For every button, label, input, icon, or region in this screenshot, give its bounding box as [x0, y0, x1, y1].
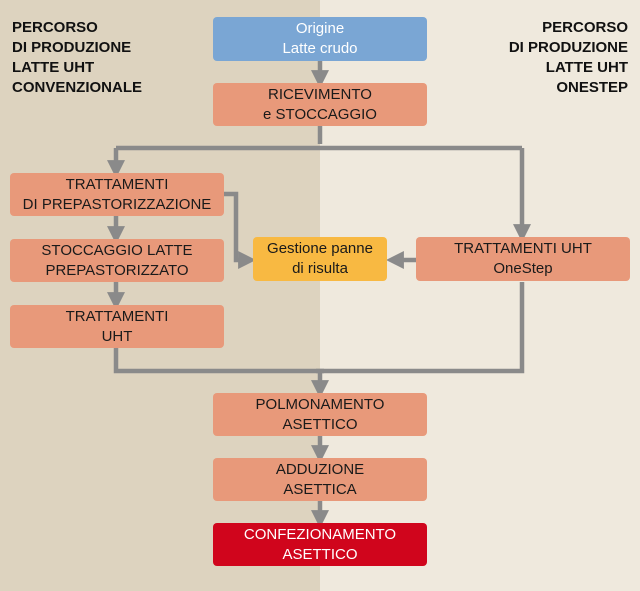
- left-path-title: PERCORSO DI PRODUZIONE LATTE UHT CONVENZ…: [12, 19, 143, 96]
- right-path-title: PERCORSO DI PRODUZIONE LATTE UHT ONESTEP: [508, 19, 628, 96]
- node-adduzione-asettica: ADDUZIONE ASETTICA: [213, 458, 427, 501]
- node-trattamenti-prepastorizzazione: TRATTAMENTI DI PREPASTORIZZAZIONE: [10, 173, 224, 216]
- node-stoccaggio-prepastorizzato: STOCCAGGIO LATTE PREPASTORIZZATO: [10, 239, 224, 282]
- line-onestep-merge: [316, 282, 525, 374]
- node-gestione-panne: Gestione panne di risulta: [253, 237, 387, 281]
- node-trattamenti-uht-onestep: TRATTAMENTI UHT OneStep: [416, 237, 630, 281]
- node-polmonamento-asettico: POLMONAMENTO ASETTICO: [213, 393, 427, 436]
- line-uht-merge: [113, 348, 324, 374]
- arrow-prepast-panne: [224, 191, 257, 269]
- node-trattamenti-uht: TRATTAMENTI UHT: [10, 305, 224, 348]
- node-confezionamento-asettico: CONFEZIONAMENTO ASETTICO: [213, 523, 427, 566]
- node-ricevimento-stoccaggio: RICEVIMENTO e STOCCAGGIO: [213, 83, 427, 126]
- node-origine: Origine Latte crudo: [213, 17, 427, 61]
